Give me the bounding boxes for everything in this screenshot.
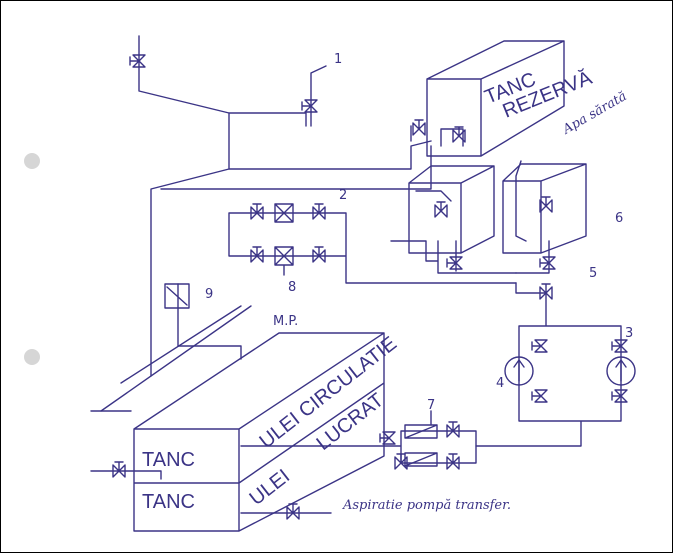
label-3: 3 xyxy=(625,326,633,341)
label-2: 2 xyxy=(339,188,347,203)
valve-icon xyxy=(611,339,628,353)
valve-icon xyxy=(379,431,396,445)
valve-icon xyxy=(531,339,548,353)
transfer-suction-label: Aspiratie pompă transfer. xyxy=(342,498,511,513)
valve-icon xyxy=(312,246,326,263)
valve-icon xyxy=(446,453,460,470)
valve-icon xyxy=(539,283,553,300)
valve-icon xyxy=(250,203,264,220)
oil-tank xyxy=(100,305,385,532)
valve-icon xyxy=(452,126,466,143)
valve-icon xyxy=(539,196,553,213)
pump-3 xyxy=(606,356,636,386)
punch-hole xyxy=(24,349,40,365)
valve-icon xyxy=(531,389,548,403)
label-4: 4 xyxy=(496,376,504,391)
heater-box-left xyxy=(408,165,495,254)
valve-icon xyxy=(301,99,318,113)
piping xyxy=(90,35,622,514)
reserve-tank xyxy=(426,40,565,157)
label-5: 5 xyxy=(589,266,597,281)
valve-icon xyxy=(446,421,460,438)
tank-lower-label: TANC xyxy=(142,491,195,513)
valve-icon xyxy=(446,256,463,270)
filter-2 xyxy=(274,203,294,223)
label-1: 1 xyxy=(334,52,342,67)
tank-upper-label: TANC xyxy=(142,449,195,471)
label-6: 6 xyxy=(615,211,623,226)
label-7: 7 xyxy=(427,398,435,413)
label-9: 9 xyxy=(205,287,213,302)
filter-9 xyxy=(164,283,190,309)
valve-icon xyxy=(250,246,264,263)
filter-8 xyxy=(274,246,294,276)
punch-hole xyxy=(24,153,40,169)
valve-icon xyxy=(112,461,126,478)
valve-icon xyxy=(394,453,408,470)
filter-7 xyxy=(404,410,438,467)
used-oil-label: ULEI xyxy=(246,465,295,510)
label-8: 8 xyxy=(288,280,296,295)
valve-icon xyxy=(129,54,146,68)
pump-4 xyxy=(504,356,534,386)
valve-icon xyxy=(412,119,426,136)
mp-label: M.P. xyxy=(273,314,298,329)
heater-box-6 xyxy=(502,163,587,254)
valve-icon xyxy=(434,201,448,218)
valve-icon xyxy=(539,256,556,270)
valve-icon xyxy=(611,389,628,403)
valve-icon xyxy=(286,503,300,520)
valve-icon xyxy=(312,203,326,220)
